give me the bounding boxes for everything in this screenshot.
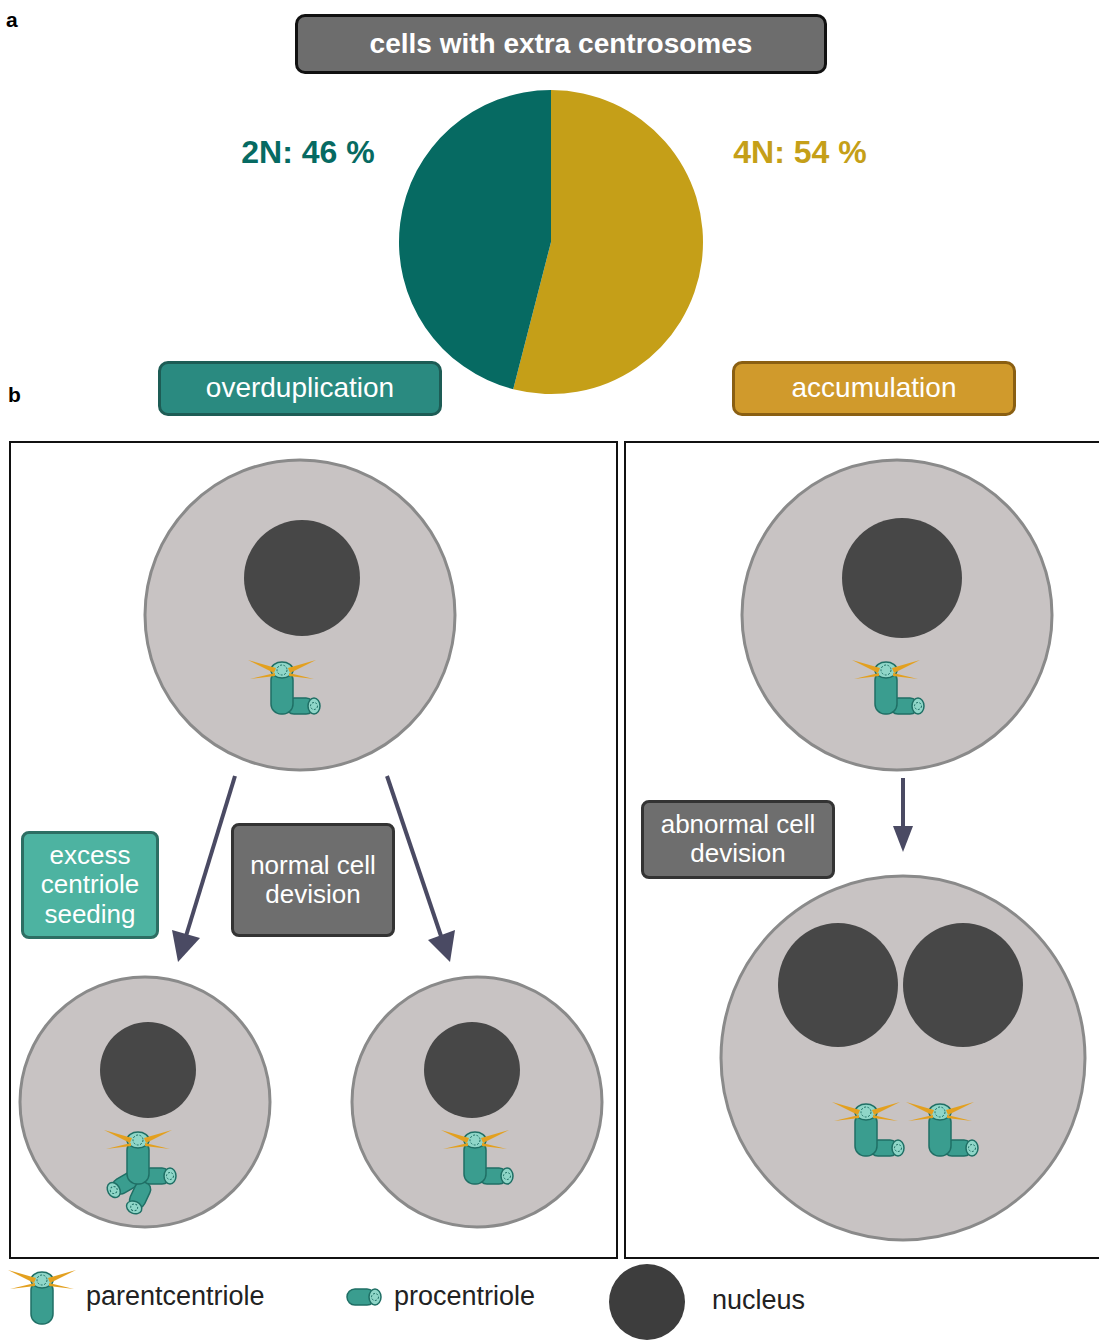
legend-parentcentriole-icon bbox=[8, 1270, 76, 1324]
category-box: overduplication bbox=[158, 361, 442, 416]
cell bbox=[20, 977, 270, 1227]
legend-label: procentriole bbox=[394, 1281, 535, 1312]
box-label: accumulation bbox=[792, 372, 957, 403]
title-box: cells with extra centrosomes bbox=[295, 14, 827, 74]
panel-letter: a bbox=[6, 8, 18, 32]
category-box: accumulation bbox=[732, 361, 1016, 416]
panel bbox=[625, 442, 1099, 1258]
cell bbox=[145, 460, 455, 770]
legend-swatch bbox=[609, 1264, 685, 1340]
process-label-box: normal cell devision bbox=[231, 823, 395, 937]
arrow bbox=[172, 776, 913, 962]
pie-label: 4N: 54 % bbox=[733, 134, 866, 171]
panel bbox=[10, 442, 617, 1258]
cell bbox=[721, 876, 1085, 1240]
pie-label: 2N: 46 % bbox=[241, 134, 374, 171]
box-label: overduplication bbox=[206, 372, 394, 403]
cell bbox=[352, 977, 602, 1227]
box-label: abnormal cell devision bbox=[650, 810, 826, 868]
box-label: normal cell devision bbox=[240, 851, 386, 909]
box-label: excess centriole seeding bbox=[30, 841, 150, 928]
process-label-box: excess centriole seeding bbox=[21, 831, 159, 939]
legend-label: nucleus bbox=[712, 1285, 805, 1316]
legend-label: parentcentriole bbox=[86, 1281, 265, 1312]
process-label-box: abnormal cell devision bbox=[641, 800, 835, 879]
pie-chart bbox=[399, 90, 703, 394]
legend-procentriole-icon bbox=[347, 1289, 381, 1305]
pie-slice bbox=[399, 90, 551, 389]
panel-letter: b bbox=[8, 383, 21, 407]
box-label: cells with extra centrosomes bbox=[370, 28, 753, 59]
cell bbox=[742, 460, 1052, 770]
